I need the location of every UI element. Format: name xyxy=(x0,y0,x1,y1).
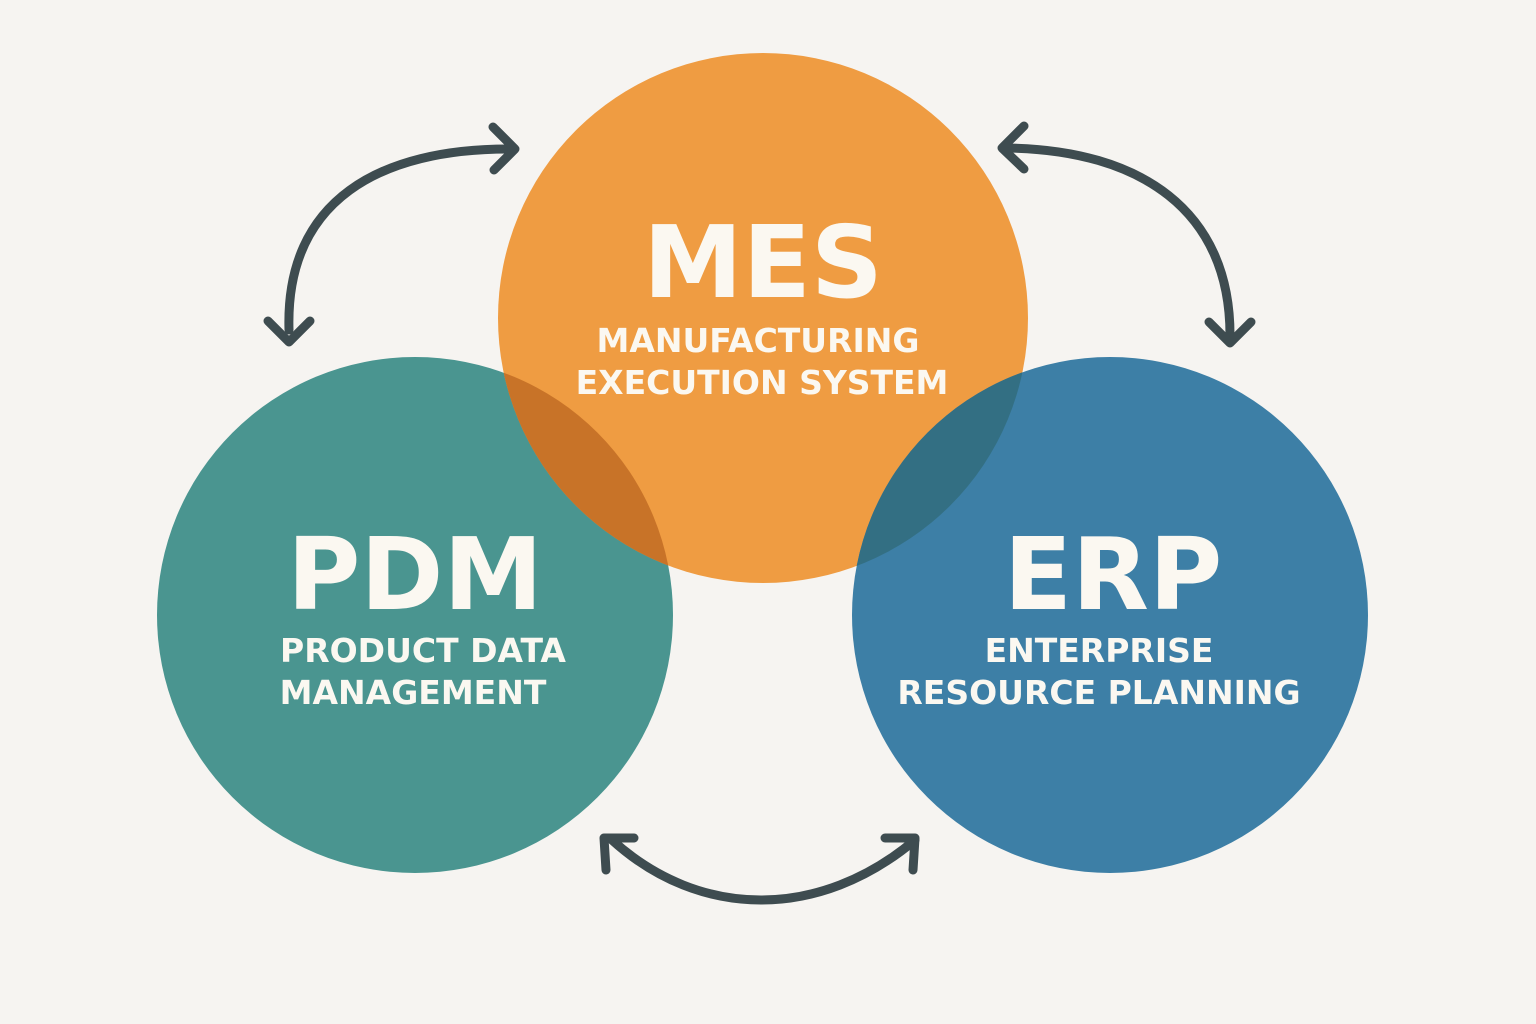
erp-full-name-line2: RESOURCE PLANNING xyxy=(897,673,1300,712)
mes-full-name-line2: EXECUTION SYSTEM xyxy=(576,363,949,402)
mes-circle xyxy=(498,53,1028,583)
mes-label: MES MANUFACTURING EXECUTION SYSTEM xyxy=(576,204,949,402)
mes-abbreviation: MES xyxy=(643,204,883,321)
mes-erp-bidirectional-arrow xyxy=(997,121,1256,348)
erp-full-name-line1: ENTERPRISE xyxy=(985,631,1214,670)
pdm-circle xyxy=(157,357,673,873)
pdm-full-name-line2: MANAGEMENT xyxy=(280,673,547,712)
pdm-label: PDM PRODUCT DATA MANAGEMENT xyxy=(280,516,567,712)
pdm-full-name-line1: PRODUCT DATA xyxy=(280,631,566,670)
pdm-abbreviation: PDM xyxy=(287,516,543,633)
erp-label: ERP ENTERPRISE RESOURCE PLANNING xyxy=(897,516,1300,712)
erp-circle xyxy=(852,357,1368,873)
mes-full-name-line1: MANUFACTURING xyxy=(596,321,919,360)
pdm-erp-bidirectional-arrow xyxy=(599,833,920,905)
erp-abbreviation: ERP xyxy=(1004,516,1223,633)
pdm-mes-bidirectional-arrow xyxy=(263,122,520,347)
